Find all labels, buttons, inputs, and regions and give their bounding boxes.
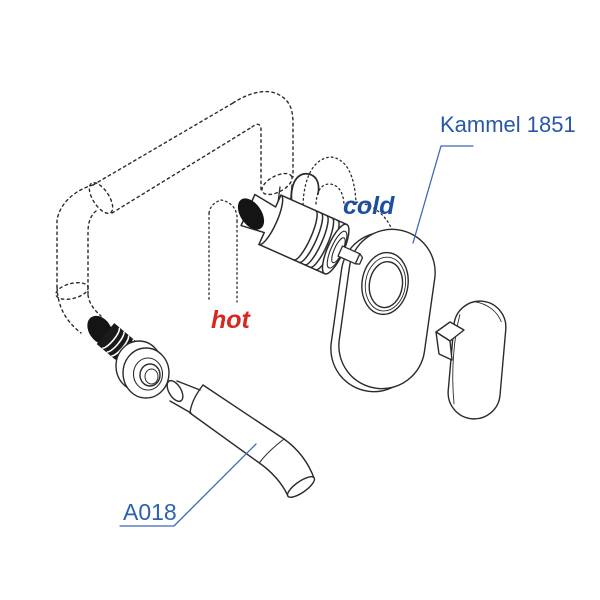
leader-line-spout bbox=[119, 443, 257, 527]
cold-water-label: cold bbox=[343, 192, 395, 220]
pipe-lower-left-inner bbox=[87, 294, 102, 317]
handle-seam-left bbox=[452, 314, 461, 405]
cartridge-stem-tip bbox=[354, 253, 364, 265]
spout-tube-start-arc bbox=[189, 384, 204, 414]
flange-hole bbox=[139, 363, 161, 387]
pipe-elbow-topright-inner bbox=[251, 123, 262, 191]
spout-connector-cap bbox=[166, 379, 184, 403]
leader-lines bbox=[119, 145, 474, 527]
pipe-joint-ellipse-top bbox=[88, 181, 114, 215]
plate-hole bbox=[368, 261, 404, 309]
cartridge-rib-4 bbox=[309, 217, 335, 269]
spout-connector-upper bbox=[176, 380, 201, 391]
cartridge-rib-1 bbox=[292, 209, 318, 261]
flange-bore bbox=[144, 368, 159, 385]
cold-dome-right-arc bbox=[355, 201, 394, 233]
cartridge-collar-arc bbox=[258, 194, 284, 246]
pipe-lower-left-outer bbox=[56, 286, 82, 334]
spout-model-label: A018 bbox=[123, 499, 177, 525]
pipe-elbow-topleft-outer bbox=[56, 184, 94, 288]
handle-seam-top bbox=[474, 301, 502, 323]
hot-water-label: hot bbox=[211, 306, 250, 334]
pipe-joint-ellipse-bottom bbox=[55, 281, 89, 301]
spout-end-cap bbox=[286, 476, 316, 498]
valve-cartridge-drawing bbox=[237, 172, 364, 275]
concealed-pipes-drawing bbox=[55, 90, 294, 334]
cartridge-rib-3 bbox=[303, 214, 329, 266]
pipe-end-ellipse-valve bbox=[261, 172, 293, 196]
wall-flange-drawing bbox=[87, 315, 170, 399]
handle-stub-front-face bbox=[435, 331, 453, 361]
hot-hidden-hook-right bbox=[220, 199, 238, 222]
pipe-diagonal-lower-line bbox=[111, 126, 253, 214]
cartridge-rib-2 bbox=[298, 212, 324, 264]
thread-stripe-1 bbox=[101, 327, 121, 349]
spout-connector-lower bbox=[169, 400, 192, 414]
cold-dome-inner-arc bbox=[315, 183, 345, 205]
hot-hidden-hook-left bbox=[208, 199, 222, 214]
pipe-elbow-topleft-inner bbox=[87, 210, 97, 296]
escutcheon-plate-drawing bbox=[330, 228, 436, 393]
thread-stripe-2 bbox=[106, 331, 125, 353]
valve-inlet-port-black bbox=[237, 198, 265, 230]
hidden-detail-lines bbox=[208, 156, 394, 303]
pipe-diagonal-upper-line bbox=[92, 102, 234, 186]
spout-tube-upper bbox=[202, 384, 315, 479]
valve-top-port-arc bbox=[290, 172, 320, 207]
spout-bend-seam bbox=[259, 438, 285, 463]
spout-tube-lower bbox=[189, 412, 289, 497]
lever-handle-drawing bbox=[435, 300, 507, 420]
leader-line-product bbox=[412, 145, 474, 244]
pipe-elbow-topright-outer bbox=[232, 90, 294, 178]
product-label: Kammel 1851 bbox=[440, 112, 576, 137]
cold-dome-outer-arc bbox=[302, 156, 357, 206]
spout-drawing bbox=[166, 379, 316, 498]
